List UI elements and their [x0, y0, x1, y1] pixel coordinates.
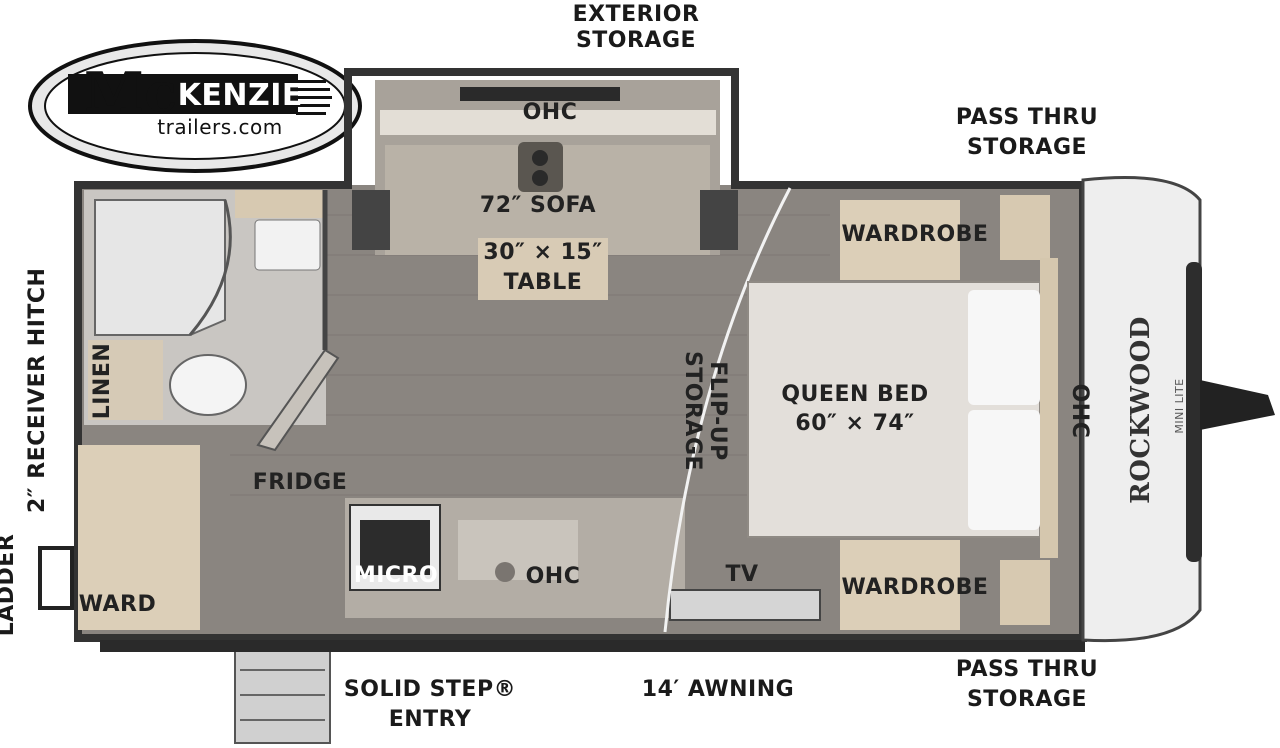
- logo-brand-mc: Mc: [84, 60, 178, 124]
- ward-label: WARD: [78, 592, 157, 617]
- linen-label: LINEN: [90, 342, 115, 420]
- logo-brand: McKENZIE: [84, 60, 302, 127]
- front-cap-brand-model: MINI LITE: [1173, 378, 1186, 434]
- logo-brand-rest: KENZIE: [177, 78, 303, 113]
- table-label-line2: TABLE: [503, 270, 583, 295]
- exterior-storage-label-line1: EXTERIOR: [572, 2, 700, 27]
- ohc-kitchen-label: OHC: [525, 564, 581, 589]
- logo-website: trailers.com: [157, 115, 283, 139]
- bed-label-line2: 60″ × 74″: [795, 411, 915, 436]
- bed-label-line1: QUEEN BED: [781, 382, 929, 407]
- receiver-hitch-label: 2″ RECEIVER HITCH: [25, 267, 50, 513]
- micro-label: MICRO: [353, 563, 439, 588]
- wardrobe-top-label: WARDROBE: [841, 222, 989, 247]
- step-entry-label-line1: SOLID STEP®: [343, 677, 517, 702]
- step-entry-label-line2: ENTRY: [388, 707, 472, 732]
- pass-thru-storage-top-line1: PASS THRU: [955, 105, 1099, 130]
- tv-label: TV: [725, 562, 759, 587]
- table-label-line1: 30″ × 15″: [483, 240, 603, 265]
- ohc-sofa-label: OHC: [522, 100, 578, 125]
- ladder-label: LADDER: [0, 533, 19, 637]
- pass-thru-storage-top-line2: STORAGE: [966, 135, 1088, 160]
- flip-up-storage-label-line2: STORAGE: [680, 350, 705, 472]
- front-cap-brand-name: ROCKWOOD: [1126, 316, 1156, 504]
- pass-thru-storage-bottom-line1: PASS THRU: [955, 657, 1099, 682]
- pass-thru-storage-bottom-line2: STORAGE: [966, 687, 1088, 712]
- sofa-label: 72″ SOFA: [479, 193, 597, 218]
- ohc-front-label: OHC: [1067, 383, 1092, 439]
- trailer-body: [38, 68, 1275, 744]
- exterior-storage-label-line2: STORAGE: [575, 28, 697, 53]
- awning-label: 14′ AWNING: [641, 677, 795, 702]
- fridge-label: FRIDGE: [252, 470, 348, 495]
- wardrobe-bottom-label: WARDROBE: [841, 575, 989, 600]
